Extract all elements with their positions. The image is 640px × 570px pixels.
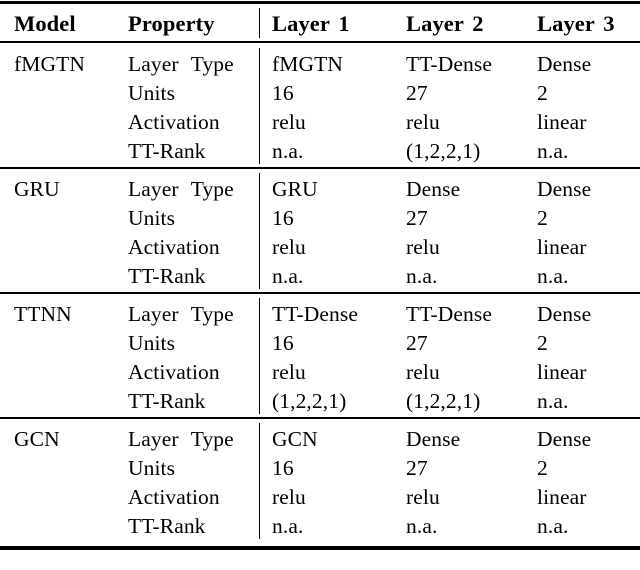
- cell-value: GCN: [272, 427, 318, 451]
- cell-value: relu: [406, 360, 440, 384]
- cell-value: TT-Dense: [406, 302, 492, 326]
- cell-value: n.a.: [272, 139, 304, 163]
- table-bottom-rule: [0, 546, 640, 550]
- cell-value: 2: [537, 206, 548, 230]
- column-divider-header: [259, 8, 261, 38]
- cell-value: relu: [272, 360, 306, 384]
- cell-value: 16: [272, 456, 294, 480]
- cell-value: 16: [272, 331, 294, 355]
- property-label: TT-Rank: [128, 389, 206, 413]
- property-label: Layer Type: [128, 427, 234, 451]
- model-name-block-2: GRU: [14, 177, 60, 201]
- cell-value: n.a.: [406, 264, 438, 288]
- cell-value: 2: [537, 456, 548, 480]
- cell-value: Dense: [537, 302, 592, 326]
- cell-value: 27: [406, 206, 428, 230]
- cell-value: 27: [406, 456, 428, 480]
- cell-value: 16: [272, 81, 294, 105]
- cell-value: n.a.: [537, 389, 569, 413]
- cell-value: 27: [406, 331, 428, 355]
- property-label: Units: [128, 81, 176, 105]
- cell-value: n.a.: [272, 514, 304, 538]
- cell-value: n.a.: [537, 139, 569, 163]
- column-divider-block-4: [259, 423, 261, 539]
- cell-value: Dense: [406, 427, 461, 451]
- cell-value: (1,2,2,1): [406, 139, 481, 163]
- cell-value: relu: [272, 110, 306, 134]
- cell-value: (1,2,2,1): [272, 389, 347, 413]
- property-label: Layer Type: [128, 52, 234, 76]
- property-label: Layer Type: [128, 177, 234, 201]
- cell-value: n.a.: [272, 264, 304, 288]
- cell-value: n.a.: [406, 514, 438, 538]
- header-layer-1: Layer 1: [272, 11, 350, 36]
- cell-value: 27: [406, 81, 428, 105]
- cell-value: linear: [537, 235, 587, 259]
- cell-value: relu: [406, 110, 440, 134]
- property-label: TT-Rank: [128, 264, 206, 288]
- property-label: Layer Type: [128, 302, 234, 326]
- cell-value: linear: [537, 485, 587, 509]
- cell-value: n.a.: [537, 514, 569, 538]
- table-block-separator-3: [0, 417, 640, 419]
- cell-value: 2: [537, 331, 548, 355]
- property-label: TT-Rank: [128, 514, 206, 538]
- cell-value: relu: [406, 235, 440, 259]
- table-header-rule: [0, 41, 640, 43]
- table-caption-cutoff: [0, 563, 640, 570]
- cell-value: 2: [537, 81, 548, 105]
- cell-value: Dense: [537, 427, 592, 451]
- cell-value: relu: [272, 235, 306, 259]
- header-layer-2: Layer 2: [406, 11, 484, 36]
- cell-value: TT-Dense: [272, 302, 358, 326]
- cell-value: linear: [537, 110, 587, 134]
- property-label: Activation: [128, 235, 220, 259]
- model-name-block-4: GCN: [14, 427, 60, 451]
- model-name-block-1: fMGTN: [14, 52, 85, 76]
- column-divider-block-3: [259, 298, 261, 414]
- cell-value: Dense: [537, 52, 592, 76]
- cell-value: n.a.: [537, 264, 569, 288]
- header-layer-3: Layer 3: [537, 11, 615, 36]
- cell-value: Dense: [537, 177, 592, 201]
- header-property: Property: [128, 11, 215, 36]
- column-divider-block-1: [259, 48, 261, 164]
- property-label: Units: [128, 456, 176, 480]
- cell-value: Dense: [406, 177, 461, 201]
- header-model: Model: [14, 11, 76, 36]
- cell-value: linear: [537, 360, 587, 384]
- property-label: Activation: [128, 360, 220, 384]
- property-label: Units: [128, 206, 176, 230]
- cell-value: fMGTN: [272, 52, 343, 76]
- column-divider-block-2: [259, 173, 261, 289]
- model-name-block-3: TTNN: [14, 302, 72, 326]
- property-label: Activation: [128, 110, 220, 134]
- property-label: TT-Rank: [128, 139, 206, 163]
- cell-value: (1,2,2,1): [406, 389, 481, 413]
- table-top-rule: [0, 1, 640, 4]
- property-label: Activation: [128, 485, 220, 509]
- table-block-separator-1: [0, 167, 640, 169]
- property-label: Units: [128, 331, 176, 355]
- cell-value: 16: [272, 206, 294, 230]
- table-block-separator-2: [0, 292, 640, 294]
- cell-value: GRU: [272, 177, 318, 201]
- cell-value: relu: [406, 485, 440, 509]
- cell-value: relu: [272, 485, 306, 509]
- cell-value: TT-Dense: [406, 52, 492, 76]
